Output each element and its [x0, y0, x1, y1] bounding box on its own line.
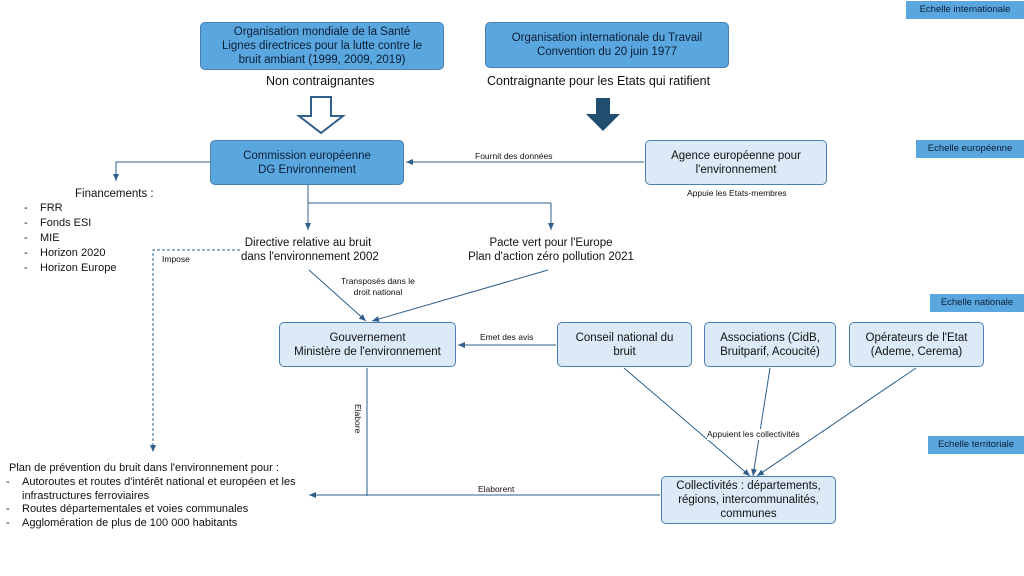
directive-text: Directive relative au bruit dans l'envir…	[241, 236, 379, 264]
transposes-line2: droit national	[353, 287, 403, 297]
conseil-box: Conseil national du bruit	[557, 322, 692, 367]
elabore-label: Elabore	[353, 404, 363, 434]
operateurs-box: Opérateurs de l'Etat (Ademe, Cerema)	[849, 322, 984, 367]
operateurs-line2: (Ademe, Cerema)	[870, 345, 963, 358]
financement-item: Horizon Europe	[24, 261, 116, 276]
associations-line2: Bruitparif, Acoucité)	[720, 345, 820, 358]
directive-line2: dans l'environnement 2002	[241, 251, 379, 263]
oit-box: Organisation internationale du Travail C…	[485, 22, 729, 68]
hollow-down-arrow	[296, 96, 346, 135]
agence-line1: Agence européenne pour	[671, 149, 801, 162]
appuient-label: Appuient les collectivités	[707, 429, 800, 440]
plan-list: Autoroutes et routes d'intérêt national …	[6, 476, 316, 530]
collectivites-box: Collectivités : départements, régions, i…	[661, 476, 836, 524]
arrow-conseil-collectivites	[623, 367, 751, 477]
arrow-impose	[150, 249, 240, 452]
collectivites-line2: régions, intercommunalités,	[678, 494, 819, 506]
agence-box: Agence européenne pour l'environnement	[645, 140, 827, 185]
gouvernement-line2: Ministère de l'environnement	[294, 345, 441, 358]
agence-line2: l'environnement	[695, 163, 777, 176]
emet-label: Emet des avis	[480, 332, 534, 342]
fournit-label: Fournit des données	[475, 151, 553, 161]
financement-item: FRR	[24, 201, 116, 216]
arrow-commission-financements	[113, 161, 210, 181]
transposes-line1: Transposés dans le	[341, 276, 415, 286]
financement-item: Horizon 2020	[24, 246, 116, 261]
agence-caption: Appuie les Etats-membres	[687, 188, 787, 198]
scale-european: Echelle européenne	[916, 140, 1024, 158]
arrow-operateurs-collectivites	[756, 367, 917, 477]
plan-item: Agglomération de plus de 100 000 habitan…	[6, 517, 316, 531]
financements-list: FRR Fonds ESI MIE Horizon 2020 Horizon E…	[24, 201, 116, 276]
scale-national: Echelle nationale	[930, 294, 1024, 312]
commission-line2: DG Environnement	[258, 163, 356, 176]
gouvernement-line1: Gouvernement	[329, 331, 406, 344]
plan-title: Plan de prévention du bruit dans l'envir…	[9, 462, 279, 474]
commission-box: Commission européenne DG Environnement	[210, 140, 404, 185]
oms-caption: Non contraignantes	[266, 74, 375, 88]
oit-caption: Contraignante pour les Etats qui ratifie…	[487, 74, 711, 88]
collectivites-line1: Collectivités : départements,	[676, 480, 821, 492]
pacte-text: Pacte vert pour l'Europe Plan d'action z…	[462, 236, 640, 264]
conseil-line1: Conseil national du	[575, 331, 674, 344]
operateurs-line1: Opérateurs de l'Etat	[865, 331, 968, 344]
oit-line1: Organisation internationale du Travail	[511, 32, 703, 44]
scale-territorial: Echelle territoriale	[928, 436, 1024, 454]
arrow-directive-gouvernement	[308, 269, 367, 322]
directive-line1: Directive relative au bruit	[244, 237, 372, 249]
elaborent-label: Elaborent	[478, 484, 515, 494]
pacte-line1: Pacte vert pour l'Europe	[489, 237, 613, 249]
transposes-label: Transposés dans le droit national	[341, 276, 415, 298]
oit-line2: Convention du 20 juin 1977	[536, 46, 678, 58]
scale-international: Echelle internationale	[906, 1, 1024, 19]
arrow-associations-collectivites	[751, 367, 771, 477]
financement-item: MIE	[24, 231, 116, 246]
conseil-line2: bruit	[613, 345, 636, 358]
oms-line2: Lignes directrices pour la lutte contre …	[221, 40, 423, 52]
filled-down-arrow	[586, 98, 620, 131]
collectivites-line3: communes	[720, 508, 777, 520]
plan-item: Routes départementales et voies communal…	[6, 503, 316, 517]
oms-line3: bruit ambiant (1999, 2009, 2019)	[238, 54, 406, 66]
associations-box: Associations (CidB, Bruitparif, Acoucité…	[704, 322, 836, 367]
impose-label: Impose	[162, 254, 190, 264]
associations-line1: Associations (CidB,	[720, 331, 820, 344]
commission-line1: Commission européenne	[243, 149, 371, 162]
gouvernement-box: Gouvernement Ministère de l'environnemen…	[279, 322, 456, 367]
pacte-line2: Plan d'action zéro pollution 2021	[468, 251, 634, 263]
financement-item: Fonds ESI	[24, 216, 116, 231]
oms-box: Organisation mondiale de la Santé Lignes…	[200, 22, 444, 70]
plan-item: Autoroutes et routes d'intérêt national …	[6, 476, 316, 503]
arrow-pacte-gouvernement	[371, 269, 549, 322]
oms-line1: Organisation mondiale de la Santé	[233, 26, 411, 38]
financements-title: Financements :	[75, 188, 154, 200]
